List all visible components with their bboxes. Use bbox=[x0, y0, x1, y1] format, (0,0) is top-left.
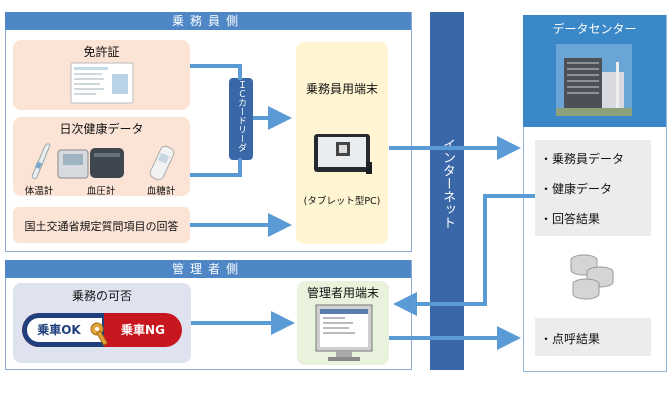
mlit-answer-box bbox=[13, 207, 190, 243]
ng-label: 乗車NG bbox=[121, 323, 165, 337]
ok-label: 乗車OK bbox=[37, 323, 81, 337]
crew-side-header: 乗務員側 bbox=[5, 12, 411, 30]
thermometer-icon bbox=[31, 143, 51, 180]
data-center-title: データセンター bbox=[552, 22, 637, 36]
license-label: 免許証 bbox=[83, 45, 120, 59]
ic-card-reader-label: ＩＣカードリーダー bbox=[220, 80, 246, 152]
manager-terminal-label: 管理者用端末 bbox=[306, 286, 379, 300]
internet-label: インターネット bbox=[440, 138, 455, 229]
desktop-monitor-icon bbox=[315, 304, 373, 361]
arrow-health-to-reader bbox=[190, 158, 242, 177]
license-card-image bbox=[70, 62, 134, 104]
database-icon bbox=[570, 254, 614, 300]
tablet-icon bbox=[314, 134, 372, 174]
roll-call-box bbox=[535, 318, 651, 356]
internet-bar bbox=[430, 12, 464, 370]
glucose-meter-icon bbox=[149, 145, 175, 181]
crew-data-item: ・乗務員データ bbox=[540, 152, 625, 166]
arrow-license-to-reader bbox=[190, 64, 242, 80]
crew-terminal-label: 乗務員用端末 bbox=[305, 82, 378, 96]
data-center-building-image bbox=[556, 44, 632, 116]
blood-pressure-monitor-icon bbox=[57, 148, 124, 179]
daily-health-label: 日次健康データ bbox=[59, 122, 144, 136]
health-data-item: ・健康データ bbox=[540, 182, 613, 196]
key-icon bbox=[90, 322, 108, 346]
data-center-records-box bbox=[535, 140, 651, 236]
thermometer-label: 体温計 bbox=[24, 186, 54, 197]
tablet-note-label: (タブレット型PC) bbox=[303, 196, 381, 207]
glucose-meter-label: 血糖計 bbox=[146, 186, 176, 197]
mlit-answer-label: 国土交通省規定質問項目の回答 bbox=[24, 220, 179, 233]
roll-call-item: ・点呼結果 bbox=[540, 332, 601, 346]
approval-label: 乗務の可否 bbox=[71, 289, 132, 303]
answer-result-item: ・回答結果 bbox=[540, 212, 601, 226]
arrow-datacenter-to-manager bbox=[393, 194, 535, 316]
ok-inner bbox=[27, 318, 102, 342]
manager-side-header: 管理者側 bbox=[5, 260, 411, 278]
ic-card-reader-box bbox=[229, 78, 253, 160]
blood-pressure-label: 血圧計 bbox=[86, 186, 116, 197]
